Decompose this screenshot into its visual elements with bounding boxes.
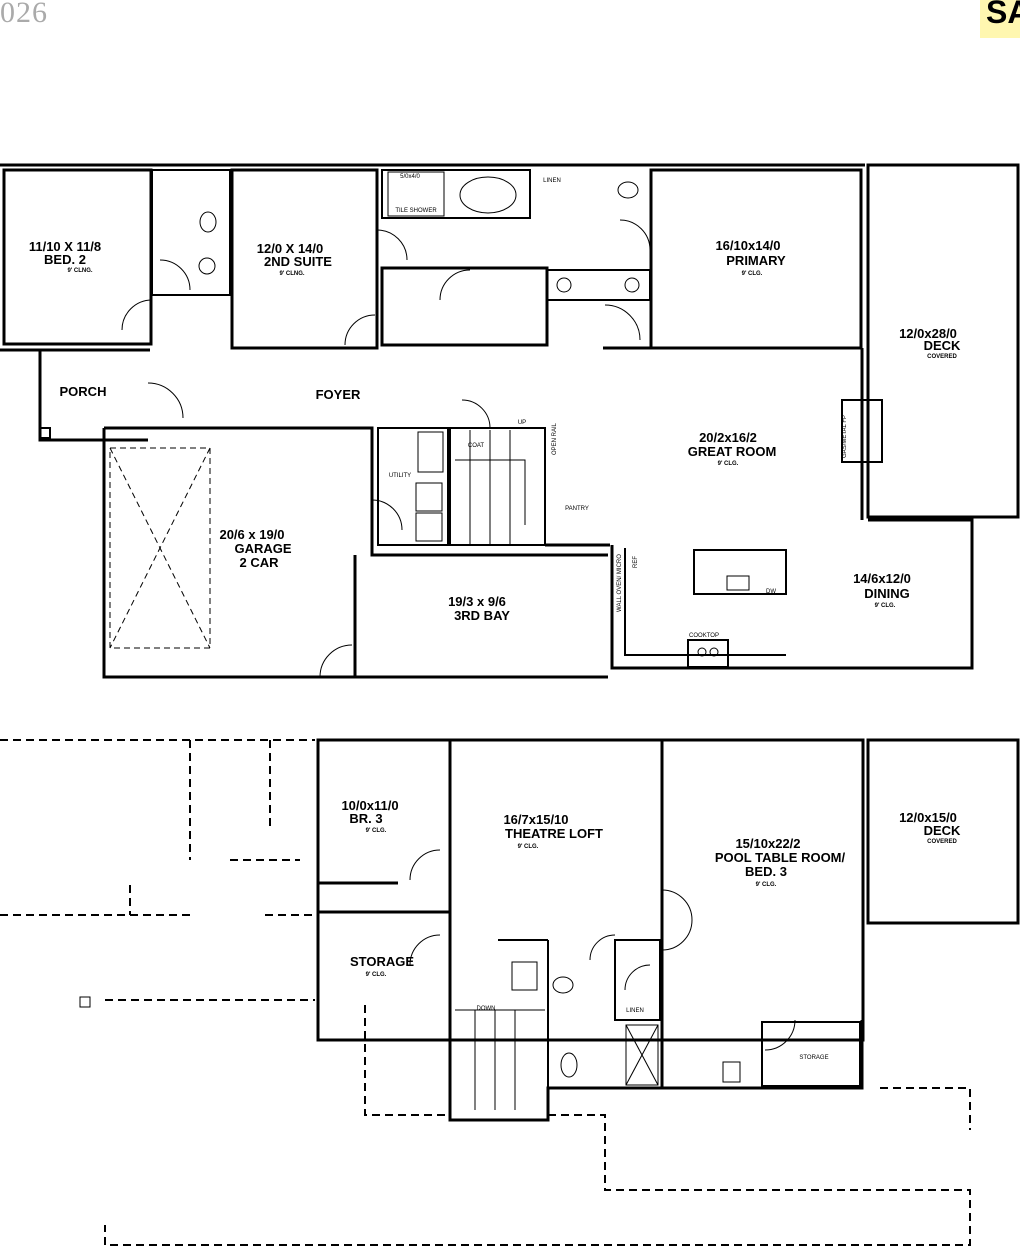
- main-floor-walls: [0, 163, 1020, 679]
- upper-storage-label: STORAGE: [799, 1055, 828, 1061]
- primary-ceiling: 9' CLG.: [742, 271, 763, 277]
- coat-label: COAT: [468, 443, 485, 449]
- great-room-name: GREAT ROOM: [688, 444, 777, 459]
- upper-deck-note: COVERED: [927, 839, 957, 845]
- storage-name: STORAGE: [350, 954, 414, 969]
- upper-floor-walls: [316, 738, 1020, 1122]
- bed2-name: BED. 2: [44, 252, 86, 267]
- up-label: UP: [518, 420, 526, 426]
- garage-dims: 20/6 x 19/0: [219, 527, 284, 542]
- suite2-name: 2ND SUITE: [264, 254, 332, 269]
- dishwasher-label: DW: [766, 589, 776, 595]
- open-rail-label: OPEN RAIL: [552, 422, 558, 455]
- third-bay-name: 3RD BAY: [454, 608, 510, 623]
- main-floor-outline-below: [0, 739, 971, 1246]
- fireplace-label: GAS/METAL FP: [842, 415, 848, 458]
- br3-name: BR. 3: [349, 811, 382, 826]
- room-labels: 11/10 X 11/8 BED. 2 9' CLNG. 12/0 X 14/0…: [29, 174, 961, 1061]
- great-room-ceiling: 9' CLG.: [718, 461, 739, 467]
- dining-name: DINING: [864, 586, 910, 601]
- bed2-dims: 11/10 X 11/8: [29, 239, 101, 254]
- foyer-name: FOYER: [316, 387, 361, 402]
- suite2-dims: 12/0 X 14/0: [257, 241, 324, 256]
- upper-floor-fixtures: [455, 961, 741, 1110]
- suite2-ceiling: 9' CLNG.: [279, 271, 304, 277]
- sheet-label-fragment: SA: [980, 0, 1020, 38]
- dining-dims: 14/6x12/0: [853, 571, 911, 586]
- dining-ceiling: 9' CLG.: [875, 603, 896, 609]
- br3-ceiling: 9' CLG.: [366, 828, 387, 834]
- pool-name: POOL TABLE ROOM/: [715, 850, 846, 865]
- ref-label: REF: [633, 556, 639, 568]
- theatre-name: THEATRE LOFT: [505, 826, 603, 841]
- storage-ceiling: 9' CLG.: [366, 972, 387, 978]
- pool-name2: BED. 3: [745, 864, 787, 879]
- sheet-number-fragment: 026: [0, 0, 48, 29]
- shower-size-label: 5/0x4/0: [400, 174, 420, 180]
- deck-name: DECK: [924, 338, 961, 353]
- theatre-dims: 16/7x15/10: [503, 812, 568, 827]
- deck-dims: 12/0x28/0: [899, 326, 957, 341]
- main-floor-doors: [121, 219, 651, 678]
- utility-label: UTILITY: [389, 473, 411, 479]
- theatre-ceiling: 9' CLG.: [518, 844, 539, 850]
- third-bay-dims: 19/3 x 9/6: [448, 594, 506, 609]
- upper-floor-doors: [409, 849, 796, 1051]
- pool-ceiling: 9' CLG.: [756, 882, 777, 888]
- upper-linen-label: LINEN: [626, 1008, 644, 1014]
- pantry-label: PANTRY: [565, 506, 589, 512]
- cooktop-label: COOKTOP: [689, 633, 719, 639]
- main-floor-fixtures: [198, 171, 750, 657]
- upper-deck-name: DECK: [924, 823, 961, 838]
- great-room-dims: 20/2x16/2: [699, 430, 757, 445]
- bed2-ceiling: 9' CLNG.: [67, 268, 92, 274]
- deck-note: COVERED: [927, 354, 957, 360]
- wall-oven-label: WALL OVEN/ MICRO: [617, 554, 623, 612]
- primary-name: PRIMARY: [726, 253, 786, 268]
- pool-dims: 15/10x22/2: [735, 836, 800, 851]
- primary-dims: 16/10x14/0: [715, 238, 780, 253]
- garage-name: GARAGE: [234, 541, 291, 556]
- br3-dims: 10/0x11/0: [341, 798, 398, 813]
- down-label: DOWN: [477, 1006, 496, 1012]
- garage-name2: 2 CAR: [239, 555, 279, 570]
- porch-name: PORCH: [60, 384, 107, 399]
- linen-label: LINEN: [543, 178, 561, 184]
- upper-deck-dims: 12/0x15/0: [899, 810, 957, 825]
- tile-shower-label: TILE SHOWER: [395, 208, 437, 214]
